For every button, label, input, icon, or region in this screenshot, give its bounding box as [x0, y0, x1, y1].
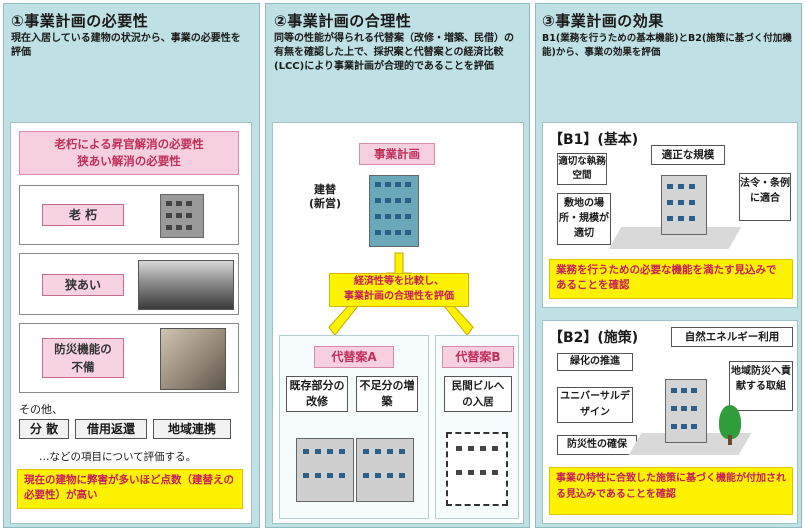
tree-trunk-icon — [728, 435, 732, 445]
b2-title: 【B2】(施策) — [549, 330, 639, 346]
b1-conclusion: 業務を行うための必要な機能を満たす見込みであることを確認 — [549, 259, 793, 299]
column-title: ②事業計画の合理性 — [274, 12, 412, 30]
project-plan-note: 建替 (新営) — [308, 183, 342, 210]
b1-panel: 【B1】(基本) 適切な執務空間 適正な規模 敷地の場所・規模が適切 法令・条例… — [542, 122, 798, 308]
item-crowded: 狭あい — [19, 253, 239, 315]
other-item-lease-return: 借用返還 — [75, 419, 147, 439]
b2-label-universal-design: ユニバーサルデザイン — [557, 387, 633, 423]
item-crowded-label: 狭あい — [42, 274, 124, 296]
alternative-b-label: 代替案B — [442, 346, 514, 368]
crowded-office-photo — [138, 260, 234, 310]
necessity-header: 老朽による昇官解消の必要性 狭あい解消の必要性 — [19, 131, 239, 175]
b2-conclusion: 事業の特性に合致した施策に基づく機能が付加される見込みであることを確認 — [549, 467, 793, 515]
item-disaster-label: 防災機能の不備 — [42, 338, 124, 378]
comparison-arrows — [328, 252, 474, 336]
b1-title: 【B1】(基本) — [549, 132, 639, 148]
tree-icon — [719, 405, 741, 439]
b2-label-disaster-safety: 防災性の確保 — [557, 435, 637, 455]
private-building-icon — [446, 432, 508, 506]
existing-building-icon — [296, 438, 354, 502]
item-aging-label: 老 朽 — [42, 204, 124, 226]
aging-building-icon — [160, 194, 204, 238]
column-description: 同等の性能が得られる代替案（改修・増築、民借）の有無を確認した上で、採択案と代替… — [274, 33, 514, 72]
b2-label-greening: 緑化の推進 — [557, 353, 633, 371]
alternative-a-renovation: 既存部分の改修 — [286, 376, 348, 412]
alternative-a-label: 代替案A — [314, 346, 394, 368]
column-title: ③事業計画の効果 — [542, 12, 664, 30]
b1-label-workspace: 適切な執務空間 — [557, 153, 607, 185]
alternative-a-panel: 代替案A 既存部分の改修 不足分の増築 — [279, 335, 429, 519]
necessity-conclusion: 現在の建物に弊害が多いほど点数（建替えの必要性）が高い — [17, 469, 243, 509]
column-description: 現在入居している建物の状況から、事業の必要性を評価 — [11, 33, 241, 58]
other-item-dispersal: 分 散 — [19, 419, 69, 439]
other-note: …などの項目について評価する。 — [39, 451, 197, 463]
b1-label-scale: 適正な規模 — [651, 145, 725, 165]
alternative-b-panel: 代替案B 民間ビルへの入居 — [435, 335, 519, 519]
b2-label-disaster-contribution: 地域防災へ貢献する取組 — [729, 361, 793, 411]
column-rationality: ②事業計画の合理性 同等の性能が得られる代替案（改修・増築、民借）の有無を確認し… — [265, 3, 530, 528]
b1-label-compliance: 法令・条例に適合 — [739, 173, 791, 221]
alternative-b-private-building: 民間ビルへの入居 — [444, 376, 512, 412]
item-disaster: 防災機能の不備 — [19, 323, 239, 393]
item-aging: 老 朽 — [19, 185, 239, 245]
extension-building-icon — [356, 438, 414, 502]
b2-label-renewable: 自然エネルギー利用 — [671, 327, 793, 347]
compare-text: 経済性等を比較し、 事業計画の合理性を評価 — [329, 273, 469, 307]
project-plan-label: 事業計画 — [359, 143, 435, 165]
b1-label-site: 敷地の場所・規模が適切 — [557, 193, 611, 245]
necessity-panel: 老朽による昇官解消の必要性 狭あい解消の必要性 老 朽 狭あい 防災機能の不備 … — [10, 122, 252, 524]
column-effect: ③事業計画の効果 B1(業務を行うための基本機能)とB2(施策に基づく付加機能)… — [535, 3, 802, 528]
alternative-a-extension: 不足分の増築 — [356, 376, 418, 412]
column-title: ①事業計画の必要性 — [11, 12, 149, 30]
new-building-icon — [369, 175, 419, 247]
column-description: B1(業務を行うための基本機能)とB2(施策に基づく付加機能)から、事業の効果を… — [542, 33, 792, 58]
cracked-wall-photo — [160, 328, 226, 390]
column-necessity: ①事業計画の必要性 現在入居している建物の状況から、事業の必要性を評価 老朽によ… — [3, 3, 260, 528]
b2-panel: 【B2】(施策) 自然エネルギー利用 緑化の推進 地域防災へ貢献する取組 ユニバ… — [542, 320, 798, 524]
rationality-panel: 事業計画 建替 (新営) 経済性等を比較し、 事業計画の合理性を評価 代替案A … — [272, 122, 524, 524]
other-label: その他、 — [19, 403, 63, 416]
b1-building-icon — [661, 175, 707, 235]
other-item-regional-link: 地域連携 — [153, 419, 231, 439]
b2-building-icon — [665, 379, 707, 443]
